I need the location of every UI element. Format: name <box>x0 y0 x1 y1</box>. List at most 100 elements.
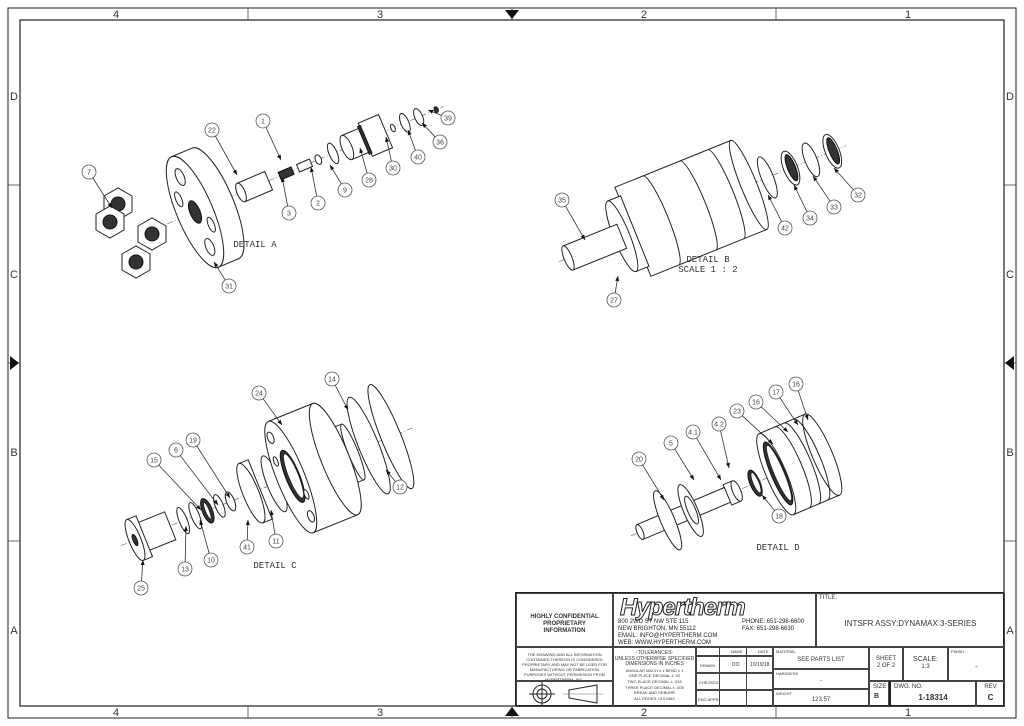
drawing-title: INTSFR ASSY:DYNAMAX 3-SERIES <box>844 619 977 628</box>
balloon-number: 42 <box>781 226 789 233</box>
row-label: D <box>1006 91 1014 103</box>
balloon-number: 22 <box>208 128 216 135</box>
scale-label: SCALE: <box>913 656 938 663</box>
balloon-number: 41 <box>243 545 251 552</box>
balloon-circle <box>133 580 149 596</box>
item-balloon: 20 <box>631 451 665 501</box>
name-header: NAME <box>731 649 743 654</box>
leader-arrowhead <box>232 169 237 175</box>
leader-line <box>158 464 202 511</box>
detail-d-parts <box>630 413 843 551</box>
eng-appr-label: ENG APPR. <box>698 697 720 702</box>
balloon-number: 15 <box>150 458 158 465</box>
detail-b-label: DETAIL B <box>686 255 730 265</box>
balloon-circle <box>432 134 448 150</box>
balloon-circle <box>221 278 237 294</box>
detail-d-label: DETAIL D <box>756 543 799 553</box>
balloon-circle <box>168 442 184 458</box>
item-balloon: 16 <box>788 376 809 421</box>
balloon-number: 17 <box>772 390 780 397</box>
balloon-circle <box>392 479 408 495</box>
balloon-circle <box>203 552 219 568</box>
item-balloon: 28 <box>359 147 377 188</box>
column-label: 3 <box>377 707 383 719</box>
leader-arrowhead <box>199 520 204 526</box>
hardness-label: HARDNESS <box>776 671 799 676</box>
item-balloon: 14 <box>324 371 349 411</box>
leader-arrowhead <box>269 510 274 516</box>
detail-a-label: DETAIL A <box>233 240 277 250</box>
title-cell: TITLE: INTSFR ASSY:DYNAMAX 3-SERIES <box>816 593 1005 647</box>
balloon-circle <box>554 192 570 208</box>
leader-line <box>760 406 789 433</box>
drawn-row: DRAWN DO 10/19/18 <box>696 656 773 673</box>
leader-arrowhead <box>386 470 391 476</box>
drawn-name: DO <box>732 662 740 668</box>
balloon-number: 34 <box>806 216 814 223</box>
balloon-circle <box>850 187 866 203</box>
balloon-number: 7 <box>87 170 91 177</box>
balloon-circle <box>239 539 255 555</box>
balloon-number: 24 <box>255 391 263 398</box>
balloon-circle <box>748 394 764 410</box>
balloon-number: 18 <box>775 514 783 521</box>
balloon-circle <box>337 182 353 198</box>
leader-line <box>812 175 831 202</box>
balloon-circle <box>281 205 297 221</box>
material-label: MATERIAL <box>776 649 796 654</box>
company-fax: FAX: 651-298-6630 <box>742 626 795 632</box>
detail-b-parts <box>558 133 847 277</box>
balloon-circle <box>631 451 647 467</box>
leader-arrowhead <box>422 123 427 129</box>
leader-arrowhead <box>140 560 145 566</box>
title-block: HIGHLY CONFIDENTIAL PROPRIETARY INFORMAT… <box>515 592 1005 707</box>
leader-line <box>642 464 665 501</box>
row-label: B <box>10 447 17 459</box>
column-label: 1 <box>905 9 911 21</box>
hardness-cell: HARDNESS - <box>773 669 869 689</box>
leader-arrowhead <box>213 499 218 505</box>
row-label: B <box>1006 447 1013 459</box>
balloon-number: 14 <box>328 377 336 384</box>
item-balloon: 25 <box>133 559 149 596</box>
leader-arrowhead <box>834 168 839 174</box>
balloon-number: 3 <box>287 211 291 218</box>
item-balloon: 10 <box>199 519 219 568</box>
company-address: 800 2WD ST NW STE 115 NEW BRIGHTON, MN 5… <box>618 619 717 646</box>
detail-b: DETAIL B SCALE 1 : 2 <box>558 133 847 277</box>
item-balloon: 27 <box>606 275 622 308</box>
balloon-circle <box>777 220 793 236</box>
company-logo: Hypertherm <box>620 594 747 622</box>
item-balloon: 5 <box>663 435 695 481</box>
title-label: TITLE: <box>819 595 838 601</box>
scale-cell: SCALE: 1:3 <box>903 647 948 681</box>
balloon-number: 31 <box>225 284 233 291</box>
leader-line <box>265 127 282 161</box>
item-balloon: 3 <box>280 176 297 221</box>
balloon-number: 25 <box>137 586 145 593</box>
weight-label: WEIGHT <box>776 691 792 696</box>
item-balloon: 18 <box>761 494 787 524</box>
balloon-number: 5 <box>669 441 673 448</box>
column-label: 3 <box>377 9 383 21</box>
sheet-value: 2 OF 2 <box>876 663 896 669</box>
rev-label: REV <box>984 684 997 690</box>
balloon-number: 13 <box>181 567 189 574</box>
balloon-circle <box>826 199 842 215</box>
leader-arrowhead <box>428 110 434 114</box>
eng-appr-row: ENG APPR. <box>696 690 773 707</box>
material-cell: MATERIAL SEE PARTS LIST <box>773 647 869 669</box>
balloon-number: 39 <box>444 116 452 123</box>
detail-c-parts <box>120 384 415 562</box>
leader-arrowhead <box>107 202 112 208</box>
balloon-number: 19 <box>189 438 197 445</box>
item-balloon: 4.1 <box>685 424 722 481</box>
balloon-circle <box>440 110 456 126</box>
finish-cell: FINISH - <box>948 647 1005 681</box>
item-balloon: 16 <box>748 394 789 433</box>
row-label: C <box>10 269 18 281</box>
balloon-circle <box>255 113 271 129</box>
balloon-circle <box>410 149 426 165</box>
